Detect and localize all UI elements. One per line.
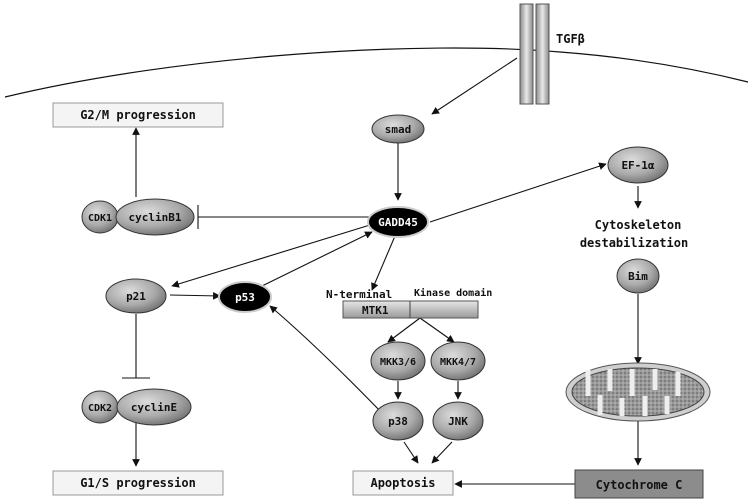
- cyclinB1-label: cyclinB1: [129, 211, 182, 224]
- mkk47-node: MKK4/7: [430, 341, 486, 381]
- tgfb-label: TGFβ: [556, 32, 585, 46]
- cyclinE-node: cyclinE: [116, 388, 192, 426]
- cytochrome-label: Cytochrome C: [596, 478, 683, 492]
- tgfb-receptor: [519, 3, 550, 105]
- mkk36-node: MKK3/6: [370, 341, 426, 381]
- g2m-progression-box: G2/M progression: [52, 102, 224, 128]
- p53-node: p53: [218, 281, 272, 313]
- p21-node: p21: [105, 278, 167, 314]
- mkk47-label: MKK4/7: [440, 357, 476, 368]
- g1s-label: G1/S progression: [80, 476, 196, 490]
- cdk2-node: CDK2: [81, 390, 119, 424]
- jnk-label: JNK: [448, 415, 468, 428]
- apoptosis-label: Apoptosis: [370, 476, 435, 490]
- p38-label: p38: [388, 415, 408, 428]
- smad-label: smad: [385, 123, 412, 136]
- arrow-p38-p53: [269, 305, 384, 415]
- arrow-gadd45-mtk1: [371, 235, 396, 291]
- g2m-label: G2/M progression: [80, 108, 196, 122]
- n-terminal-label: N-terminal: [326, 288, 392, 301]
- p53-label: p53: [235, 291, 255, 304]
- apoptosis-box: Apoptosis: [352, 470, 454, 496]
- arrow-gadd45-p21: [171, 224, 371, 288]
- smad-node: smad: [371, 114, 425, 144]
- bim-label: Bim: [628, 270, 648, 283]
- cytoskeleton-label: Cytoskeleton: [595, 218, 682, 232]
- ef1a-node: EF-1α: [607, 146, 669, 184]
- cell-membrane: [4, 47, 749, 98]
- cdk1-label: CDK1: [88, 213, 112, 224]
- arrow-tgfb-smad: [431, 57, 518, 115]
- gadd45-label: GADD45: [378, 216, 418, 229]
- arrow-gadd45-ef1a: [429, 162, 607, 223]
- gadd45-node: GADD45: [367, 206, 429, 238]
- arrow-p21-p53: [169, 292, 221, 300]
- p21-label: p21: [126, 290, 146, 303]
- cyclinE-label: cyclinE: [131, 401, 177, 414]
- cyclinB1-node: cyclinB1: [115, 198, 195, 236]
- cdk1-node: CDK1: [81, 200, 119, 234]
- cdk2-label: CDK2: [88, 403, 112, 414]
- arrow-jnk-apoptosis: [431, 441, 453, 464]
- mtk1-label: MTK1: [362, 304, 389, 317]
- ef1a-label: EF-1α: [621, 159, 654, 172]
- bim-node: Bim: [616, 258, 660, 294]
- arrow-mtk1-mkk47: [419, 317, 455, 343]
- kinase-domain-label: Kinase domain: [414, 287, 492, 299]
- arrow-p53-gadd45: [261, 231, 373, 287]
- arrow-p38-apoptosis: [403, 441, 419, 464]
- p38-node: p38: [372, 401, 424, 441]
- arrow-mtk1-mkk36: [387, 317, 421, 343]
- jnk-node: JNK: [432, 401, 484, 441]
- cytochrome-c-box: Cytochrome C: [574, 469, 704, 499]
- mtk1-bar: MTK1: [342, 300, 479, 319]
- mitochondrion-icon: [565, 362, 711, 422]
- g1s-progression-box: G1/S progression: [52, 470, 224, 496]
- destabilization-label: destabilization: [580, 236, 688, 250]
- mkk36-label: MKK3/6: [380, 357, 416, 368]
